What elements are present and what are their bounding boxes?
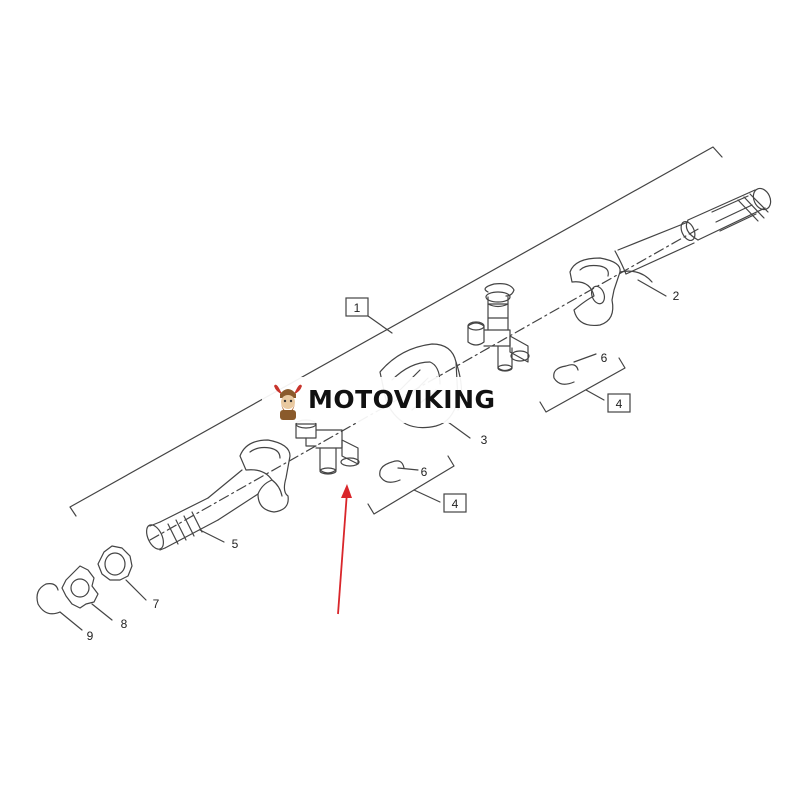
callout-6-lower: 6: [421, 465, 428, 479]
viking-logo-icon: [274, 384, 302, 420]
callout-1: 1: [354, 301, 361, 315]
universal-joint-lower: [295, 419, 360, 475]
leader-4-upper: [585, 389, 605, 401]
callout-box-4-upper: [607, 393, 631, 413]
callout-6-upper: 6: [601, 351, 608, 365]
universal-joint-upper: [467, 291, 530, 372]
callout-8: 8: [121, 617, 128, 631]
callout-4-lower: 4: [452, 497, 459, 511]
leader-8: [91, 603, 113, 621]
bracket-4-lower: [367, 455, 455, 515]
lock-plate-8: [61, 565, 99, 609]
leader-7: [125, 579, 147, 601]
watermark-background: [262, 377, 534, 423]
assembly-bracket-1: [69, 146, 723, 517]
snap-ring-6-lower: [379, 460, 405, 483]
axle-shaft-2: [569, 187, 772, 327]
callout-2: 2: [673, 289, 680, 303]
callout-5: 5: [232, 537, 239, 551]
leader-5: [199, 529, 225, 543]
leader-9: [59, 611, 83, 631]
red-arrow: [337, 484, 352, 615]
leader-6-upper: [573, 353, 597, 363]
leader-6-lower: [397, 467, 419, 471]
callout-3: 3: [481, 433, 488, 447]
leader-1: [367, 315, 393, 334]
washer-7: [97, 545, 133, 581]
brand-watermark: MOTOVIKING: [308, 385, 496, 414]
snap-ring-9: [36, 583, 61, 615]
callout-7: 7: [153, 597, 160, 611]
leader-3: [447, 421, 471, 439]
snap-ring-6-upper: [553, 364, 579, 385]
callout-box-1: [345, 297, 369, 317]
callout-4-upper: 4: [616, 397, 623, 411]
callout-box-4-lower: [443, 493, 467, 513]
leader-4-lower: [413, 489, 441, 503]
snap-ring-upper: [484, 283, 515, 297]
axle-shaft-5: [146, 439, 291, 551]
callout-9: 9: [87, 629, 94, 643]
leader-2: [637, 279, 667, 297]
